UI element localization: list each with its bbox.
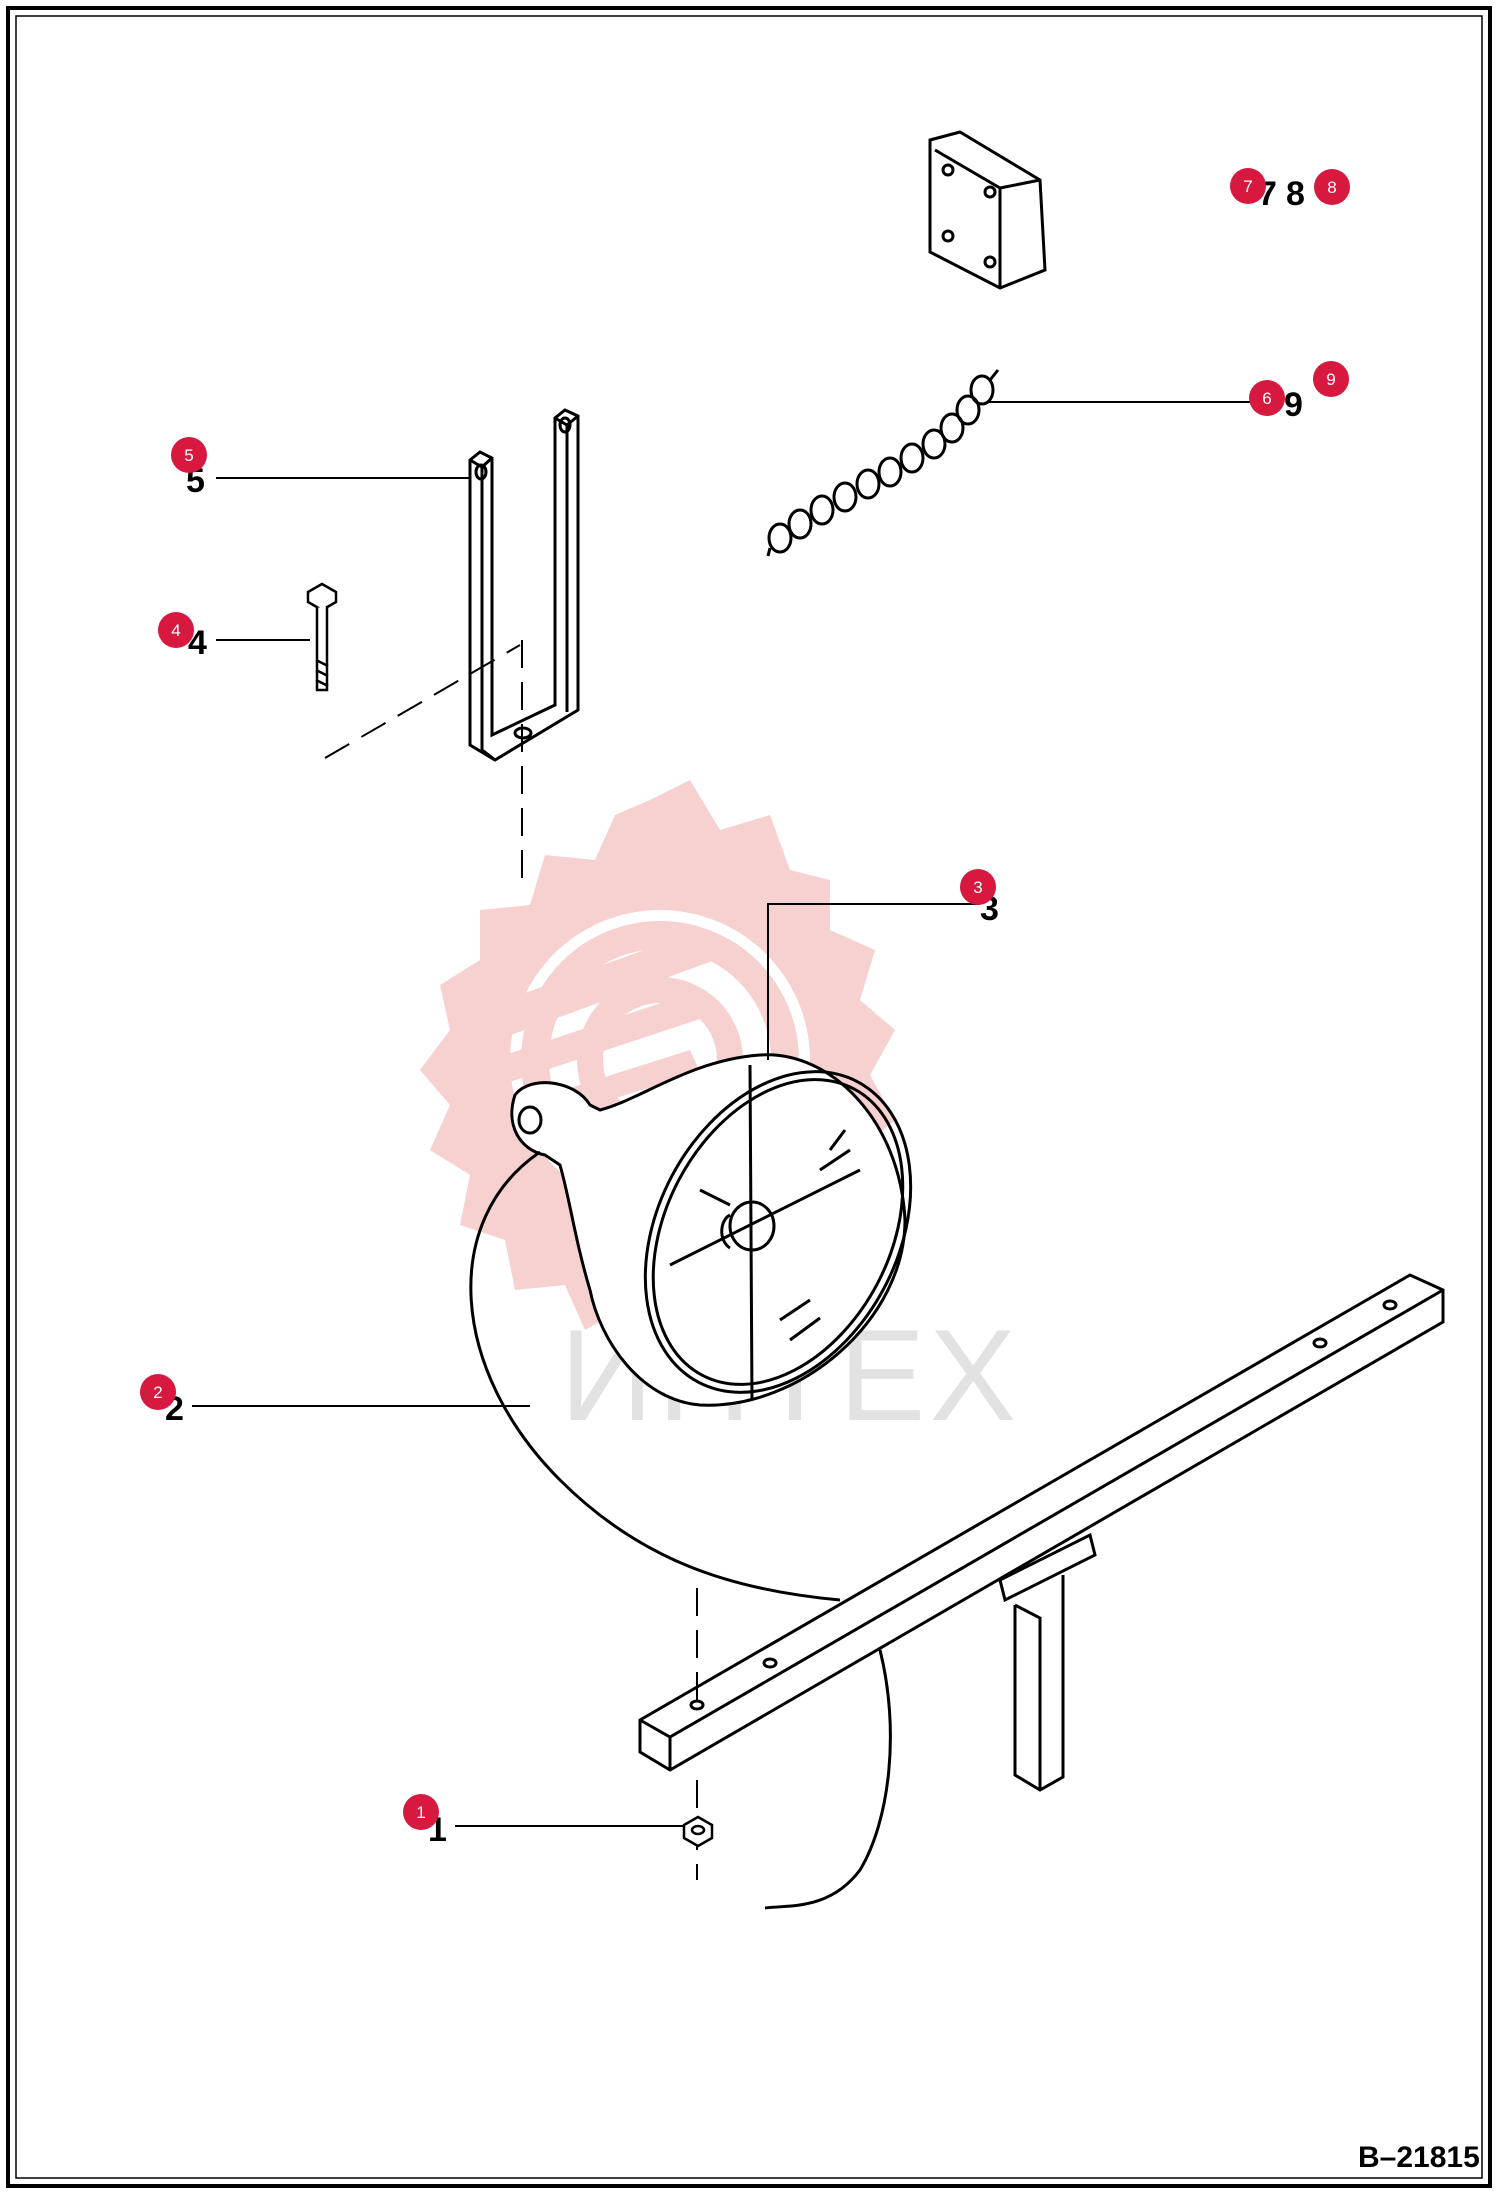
badge-9[interactable]: 9 (1313, 361, 1349, 397)
nut (682, 1815, 714, 1848)
badge-5[interactable]: 5 (171, 437, 207, 473)
badge-2[interactable]: 2 (140, 1374, 176, 1410)
page-border (6, 6, 1492, 2188)
badge-1-text: 1 (416, 1803, 425, 1822)
badge-1[interactable]: 1 (403, 1794, 439, 1830)
junction-box (928, 130, 1047, 290)
badge-6[interactable]: 6 (1249, 380, 1285, 416)
coiled-wire (766, 369, 1000, 557)
badge-8-text: 8 (1327, 178, 1336, 197)
badge-9-text: 9 (1326, 370, 1335, 389)
drawing-reference: B–21815 (1358, 2141, 1480, 2174)
bolt (306, 582, 338, 692)
badge-3-text: 3 (973, 878, 982, 897)
u-bracket (468, 408, 580, 762)
badge-5-text: 5 (184, 446, 193, 465)
leader-lines (192, 401, 1253, 1827)
leader-line-3 (767, 903, 980, 1060)
badge-3[interactable]: 3 (960, 869, 996, 905)
light-cable (469, 1150, 892, 1910)
badge-2-text: 2 (153, 1383, 162, 1402)
badge-8[interactable]: 8 (1314, 169, 1350, 205)
badge-7-text: 7 (1243, 177, 1252, 196)
badge-4-text: 4 (171, 621, 180, 640)
bracket-alignment-lines (324, 640, 523, 890)
badge-7[interactable]: 7 (1230, 168, 1266, 204)
badge-4[interactable]: 4 (158, 612, 194, 648)
mount-frame (638, 1273, 1445, 1792)
work-light (510, 1053, 913, 1407)
part-number-8: 8 (1286, 175, 1305, 213)
part-number-9: 9 (1284, 386, 1303, 424)
badge-6-text: 6 (1262, 389, 1271, 408)
page-inner-border (15, 15, 1483, 2179)
